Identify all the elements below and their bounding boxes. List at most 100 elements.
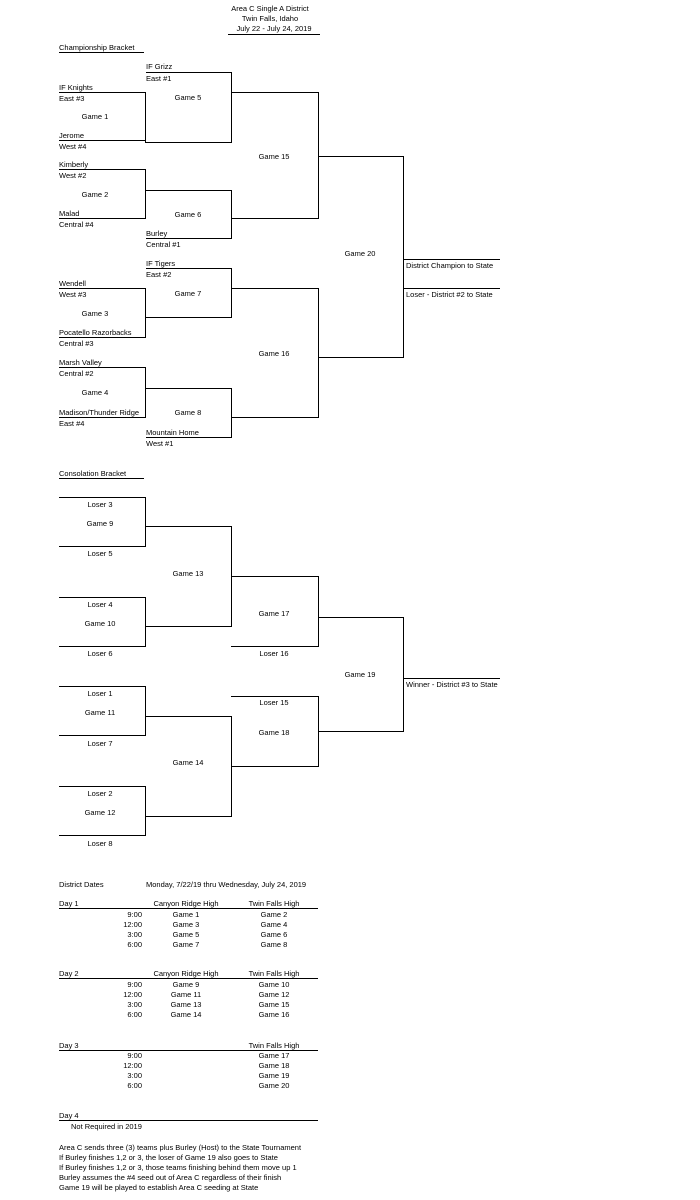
team-name: Kimberly	[59, 160, 89, 169]
note-line: Burley assumes the #4 seed out of Area C…	[59, 1173, 282, 1182]
champion-label: District Champion to State	[406, 261, 494, 270]
game-label: Game 16	[258, 349, 290, 358]
team-seed: West #2	[59, 171, 87, 180]
schedule-game-venue-b: Game 10	[258, 980, 290, 989]
game-label: Game 6	[174, 210, 202, 219]
schedule-time: 3:00	[127, 930, 142, 939]
slot-label: Loser 8	[87, 839, 113, 848]
day-4-label: Day 4	[59, 1111, 318, 1121]
team-seed: Central #4	[59, 220, 94, 229]
team-name: Madison/Thunder Ridge	[59, 408, 140, 417]
team-seed: East #4	[59, 419, 85, 428]
schedule-game-venue-a: Game 7	[172, 940, 200, 949]
team-seed: West #4	[59, 142, 87, 151]
schedule-game-venue-b: Game 6	[260, 930, 288, 939]
day-2-label: Day 2	[59, 969, 318, 979]
team-seed: East #1	[146, 74, 172, 83]
schedule-game-venue-b: Game 12	[258, 990, 290, 999]
venue-b-header: Twin Falls High	[248, 899, 300, 908]
slot-label: Loser 6	[87, 649, 113, 658]
team-name: Burley	[146, 229, 168, 238]
schedule-time: 3:00	[127, 1071, 142, 1080]
schedule-game-venue-a: Game 14	[170, 1010, 202, 1019]
team-name: Mountain Home	[146, 428, 199, 437]
game-label: Game 9	[86, 519, 114, 528]
team-name: Malad	[59, 209, 80, 218]
note-line: Area C sends three (3) teams plus Burley…	[59, 1143, 302, 1152]
district-dates-range: Monday, 7/22/19 thru Wednesday, July 24,…	[146, 880, 307, 889]
slot-label: Loser 5	[87, 549, 113, 558]
day-1-label: Day 1	[59, 899, 318, 909]
schedule-time: 6:00	[127, 1010, 142, 1019]
schedule-game-venue-b: Game 18	[258, 1061, 290, 1070]
team-name: IF Grizz	[146, 62, 173, 71]
team-name: Pocatello Razorbacks	[59, 328, 132, 337]
venue-a-header: Canyon Ridge High	[153, 899, 219, 908]
game-label: Game 10	[84, 619, 116, 628]
day-3-label: Day 3	[59, 1041, 318, 1051]
schedule-game-venue-b: Game 17	[258, 1051, 290, 1060]
championship-bracket-label: Championship Bracket	[59, 43, 144, 53]
team-name: Jerome	[59, 131, 85, 140]
runner-up-label: Loser - District #2 to State	[406, 290, 493, 299]
slot-label: Loser 4	[87, 600, 113, 609]
schedule-time: 9:00	[127, 980, 142, 989]
schedule-game-venue-a: Game 1	[172, 910, 200, 919]
day-4-note: Not Required in 2019	[71, 1122, 142, 1131]
venue-b-header: Twin Falls High	[248, 1041, 300, 1050]
schedule-game-venue-b: Game 8	[260, 940, 288, 949]
consolation-bracket-label: Consolation Bracket	[59, 469, 144, 479]
schedule-game-venue-b: Game 16	[258, 1010, 290, 1019]
game-label: Game 13	[172, 569, 204, 578]
game-label: Game 5	[174, 93, 202, 102]
team-seed: Central #2	[59, 369, 94, 378]
note-line: Game 19 will be played to establish Area…	[59, 1183, 259, 1192]
game-label: Game 7	[174, 289, 202, 298]
game-label: Game 20	[344, 249, 376, 258]
schedule-game-venue-b: Game 20	[258, 1081, 290, 1090]
document-location: Twin Falls, Idaho	[241, 14, 299, 23]
schedule-time: 12:00	[123, 920, 142, 929]
document-dates: July 22 - July 24, 2019	[228, 24, 320, 35]
game-label: Game 12	[84, 808, 116, 817]
team-seed: East #2	[146, 270, 172, 279]
team-seed: Central #3	[59, 339, 94, 348]
schedule-game-venue-b: Game 2	[260, 910, 288, 919]
slot-label: Loser 15	[259, 698, 289, 707]
schedule-game-venue-a: Game 11	[170, 990, 202, 999]
schedule-time: 6:00	[127, 1081, 142, 1090]
game-label: Game 3	[81, 309, 109, 318]
schedule-time: 9:00	[127, 910, 142, 919]
district-dates-label: District Dates	[59, 880, 104, 889]
venue-a-header: Canyon Ridge High	[153, 969, 219, 978]
game-label: Game 8	[174, 408, 202, 417]
team-name: Wendell	[59, 279, 86, 288]
game-label: Game 18	[258, 728, 290, 737]
schedule-game-venue-b: Game 4	[260, 920, 288, 929]
schedule-time: 12:00	[123, 1061, 142, 1070]
team-name: Marsh Valley	[59, 358, 102, 367]
document-title: Area C Single A District	[231, 4, 309, 13]
team-seed: West #3	[59, 290, 87, 299]
game-label: Game 4	[81, 388, 109, 397]
team-seed: East #3	[59, 94, 85, 103]
note-line: If Burley finishes 1,2 or 3, the loser o…	[59, 1153, 278, 1162]
schedule-time: 6:00	[127, 940, 142, 949]
game-label: Game 15	[258, 152, 290, 161]
note-line: If Burley finishes 1,2 or 3, those teams…	[59, 1163, 297, 1172]
team-seed: Central #1	[146, 240, 181, 249]
schedule-game-venue-b: Game 15	[258, 1000, 290, 1009]
team-name: IF Knights	[59, 83, 93, 92]
slot-label: Loser 1	[87, 689, 113, 698]
slot-label: Loser 3	[87, 500, 113, 509]
schedule-game-venue-a: Game 9	[172, 980, 200, 989]
winner-label: Winner - District #3 to State	[406, 680, 498, 689]
schedule-time: 12:00	[123, 990, 142, 999]
slot-label: Loser 7	[87, 739, 113, 748]
game-label: Game 11	[84, 708, 116, 717]
game-label: Game 14	[172, 758, 204, 767]
venue-b-header: Twin Falls High	[248, 969, 300, 978]
team-seed: West #1	[146, 439, 174, 448]
schedule-game-venue-a: Game 13	[170, 1000, 202, 1009]
schedule-game-venue-b: Game 19	[258, 1071, 290, 1080]
